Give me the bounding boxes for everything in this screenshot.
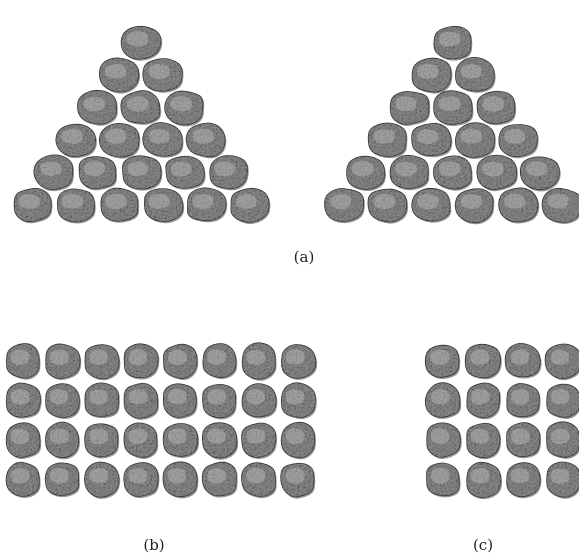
grid-b-block [5,461,41,499]
pyramid-left-block [142,122,184,158]
grid-c-block [506,422,542,459]
pyramid-left-block [120,25,163,61]
pyramid-right-block [367,122,408,159]
pyramid-left-block [100,187,140,223]
grid-c-block [426,422,462,459]
grid-b-block [45,343,82,381]
pyramid-left-block [122,155,163,191]
grid-b-block [241,422,278,459]
grid-b-block [84,461,121,499]
grid-b-block [162,461,199,499]
grid-c-block [546,383,579,419]
pyramid-left-block [55,123,97,159]
pyramid-right-block [519,156,561,192]
pyramid-right-block [498,124,539,159]
pyramid-left-block [142,58,184,93]
grid-b-block [44,462,80,498]
grid-b-block [281,344,318,380]
grid-c-block [546,421,579,459]
pyramid-left-block [143,188,185,224]
pyramid-left-block [57,188,96,224]
grid-b-block [241,342,277,381]
pyramid-right-block [498,187,540,224]
pyramid-right-block [367,188,408,224]
grid-b-block [45,383,81,420]
grid-b-block [123,422,159,459]
pyramid-right-block [454,188,495,225]
pyramid-right-block [433,25,473,61]
caption-b: (b) [143,536,164,554]
grid-c-block [504,342,542,379]
pyramid-right-block [411,122,453,158]
panel-c-grid [424,342,579,500]
grid-b-block [5,422,42,460]
grid-c-block [424,382,462,419]
pyramid-left-block [33,154,74,192]
grid-b-block [162,383,198,420]
pyramid-right-block [476,154,518,192]
grid-c-block [466,461,503,500]
grid-c-block [506,383,541,419]
grid-b-block [280,462,316,499]
pyramid-right-block [541,187,579,224]
grid-c-block [546,461,579,499]
pyramid-left-block [77,89,118,126]
grid-b-block [280,421,316,460]
caption-a: (a) [294,248,315,266]
grid-b-block [6,343,41,380]
panel-a-left-pyramid [13,25,271,225]
pyramid-right-block [433,90,474,127]
grid-b-block [84,382,120,419]
pyramid-left-block [165,155,206,190]
grid-b-block [123,343,160,380]
caption-c: (c) [473,536,493,554]
grid-b-block [123,462,160,499]
grid-b-block [84,344,121,381]
grid-b-block [241,462,277,499]
grid-b-block [5,382,42,419]
pyramid-right-block [346,155,386,192]
pyramid-left-block [98,57,141,94]
grid-b-block [201,461,238,498]
pyramid-left-block [186,187,228,223]
grid-b-block [163,343,199,381]
pyramid-right-block [324,188,365,224]
pyramid-right-block [455,122,496,159]
grid-b-block [123,382,159,420]
pyramid-right-block [389,91,431,126]
grid-c-block [424,344,461,379]
grid-c-block [544,343,579,381]
grid-b-block [202,343,238,380]
pyramid-right-block [476,90,517,126]
grid-b-block [241,383,278,419]
grid-b-block [162,423,200,459]
pyramid-left-block [120,90,162,125]
pyramid-left-block [209,155,249,191]
grid-c-block [466,382,501,420]
grid-b-block [84,423,120,459]
pyramid-left-block [230,187,271,225]
pyramid-left-block [185,122,227,159]
grid-b-block [45,421,80,460]
pyramid-left-block [78,156,118,191]
pyramid-right-block [433,155,473,191]
pyramid-left-block [13,187,53,224]
grid-c-block [506,462,542,499]
pyramid-left-block [164,90,205,127]
grid-c-block [426,462,461,498]
pyramid-left-block [98,122,141,159]
panel-b-grid [5,342,318,499]
grid-b-block [280,382,317,420]
panel-a-right-pyramid [324,25,579,225]
grid-b-block [201,422,239,460]
pyramid-right-block [411,57,453,94]
grid-c-block [464,343,502,380]
pyramid-right-block [411,187,452,223]
pyramid-right-block [389,154,430,191]
grid-b-block [202,383,237,420]
pyramid-right-block [455,56,496,93]
grid-c-block [466,422,502,460]
